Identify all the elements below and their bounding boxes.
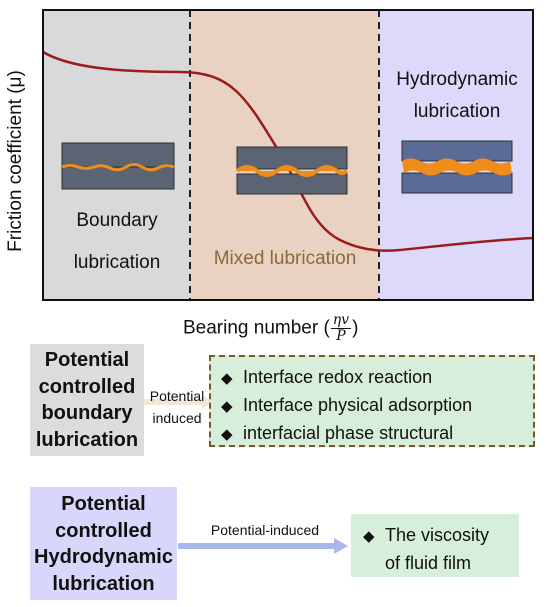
mechanism-item: ◆ interfacial phase structural bbox=[221, 420, 533, 448]
hydro-result-text: ◆ The viscosity of fluid film bbox=[363, 522, 519, 576]
y-axis-label: Friction coefficient (μ) bbox=[5, 70, 26, 252]
boundary-title-line: controlled bbox=[38, 375, 136, 398]
boundary-title-line: boundary bbox=[41, 402, 133, 424]
result-line2: of fluid film bbox=[385, 553, 472, 573]
arrow-label-line2: induced bbox=[152, 410, 202, 426]
hydro-title-box: Potential controlled Hydrodynamic lubric… bbox=[30, 487, 177, 600]
x-label-prefix: Bearing number ( bbox=[183, 317, 330, 339]
hydro-arrow-label: Potential-induced bbox=[210, 522, 320, 538]
arrow-label-line1: Potential bbox=[149, 388, 205, 404]
hydrodynamic-contact-illustration bbox=[401, 140, 513, 194]
diamond-bullet-icon: ◆ bbox=[221, 370, 233, 387]
boundary-mechanisms-box: ◆ Interface redox reaction ◆ Interface phy… bbox=[209, 355, 535, 447]
boundary-label-line1: Boundary bbox=[76, 210, 158, 231]
hydro-title-line: Hydrodynamic bbox=[34, 546, 173, 568]
boundary-arrow-label: Potential induced bbox=[145, 385, 209, 429]
hydro-label-line2: lubrication bbox=[413, 101, 501, 122]
mechanism-item: ◆ Interface redox reaction bbox=[221, 364, 533, 392]
hydro-title: Potential controlled Hydrodynamic lubric… bbox=[30, 491, 177, 597]
x-label-suffix: ) bbox=[352, 317, 359, 339]
mechanism-text: interfacial phase structural bbox=[243, 423, 454, 443]
hydro-title-line: Potential bbox=[61, 493, 146, 515]
mixed-regime-label: Mixed lubrication bbox=[213, 248, 357, 269]
boundary-arrow bbox=[144, 395, 212, 409]
diamond-bullet-icon: ◆ bbox=[221, 426, 233, 443]
hydro-arrow bbox=[178, 538, 348, 554]
hydro-title-line: lubrication bbox=[52, 572, 155, 595]
mechanism-text: Interface physical adsorption bbox=[243, 395, 473, 415]
hydro-result-box: ◆ The viscosity of fluid film bbox=[351, 514, 519, 577]
mechanism-text: Interface redox reaction bbox=[243, 367, 433, 387]
fraction-denominator: P bbox=[336, 328, 346, 344]
stribeck-plot bbox=[42, 9, 534, 301]
mechanism-item: ◆ Interface physical adsorption bbox=[221, 392, 533, 420]
boundary-label-line2: lubrication bbox=[73, 252, 161, 273]
boundary-title-line: Potential bbox=[44, 349, 130, 371]
boundary-regime-label: Boundary lubrication bbox=[52, 205, 182, 279]
boundary-title-box: Potential controlled boundary lubricatio… bbox=[30, 344, 144, 456]
boundary-title: Potential controlled boundary lubricatio… bbox=[30, 347, 144, 453]
mixed-contact-illustration bbox=[235, 146, 349, 195]
boundary-contact-illustration bbox=[61, 142, 175, 190]
diamond-bullet-icon: ◆ bbox=[363, 528, 375, 545]
boundary-title-line: lubrication bbox=[35, 428, 139, 451]
mechanism-list: ◆ Interface redox reaction ◆ Interface phy… bbox=[221, 364, 533, 448]
hydro-title-line: controlled bbox=[55, 519, 152, 542]
diamond-bullet-icon: ◆ bbox=[221, 398, 233, 415]
hydro-label-line1: Hydrodynamic bbox=[396, 69, 518, 90]
fraction-numerator: ηv bbox=[330, 312, 352, 329]
hydrodynamic-regime-label: Hydrodynamic lubrication bbox=[384, 64, 530, 128]
plot-frame bbox=[42, 9, 534, 301]
result-line1: The viscosity bbox=[385, 525, 490, 545]
